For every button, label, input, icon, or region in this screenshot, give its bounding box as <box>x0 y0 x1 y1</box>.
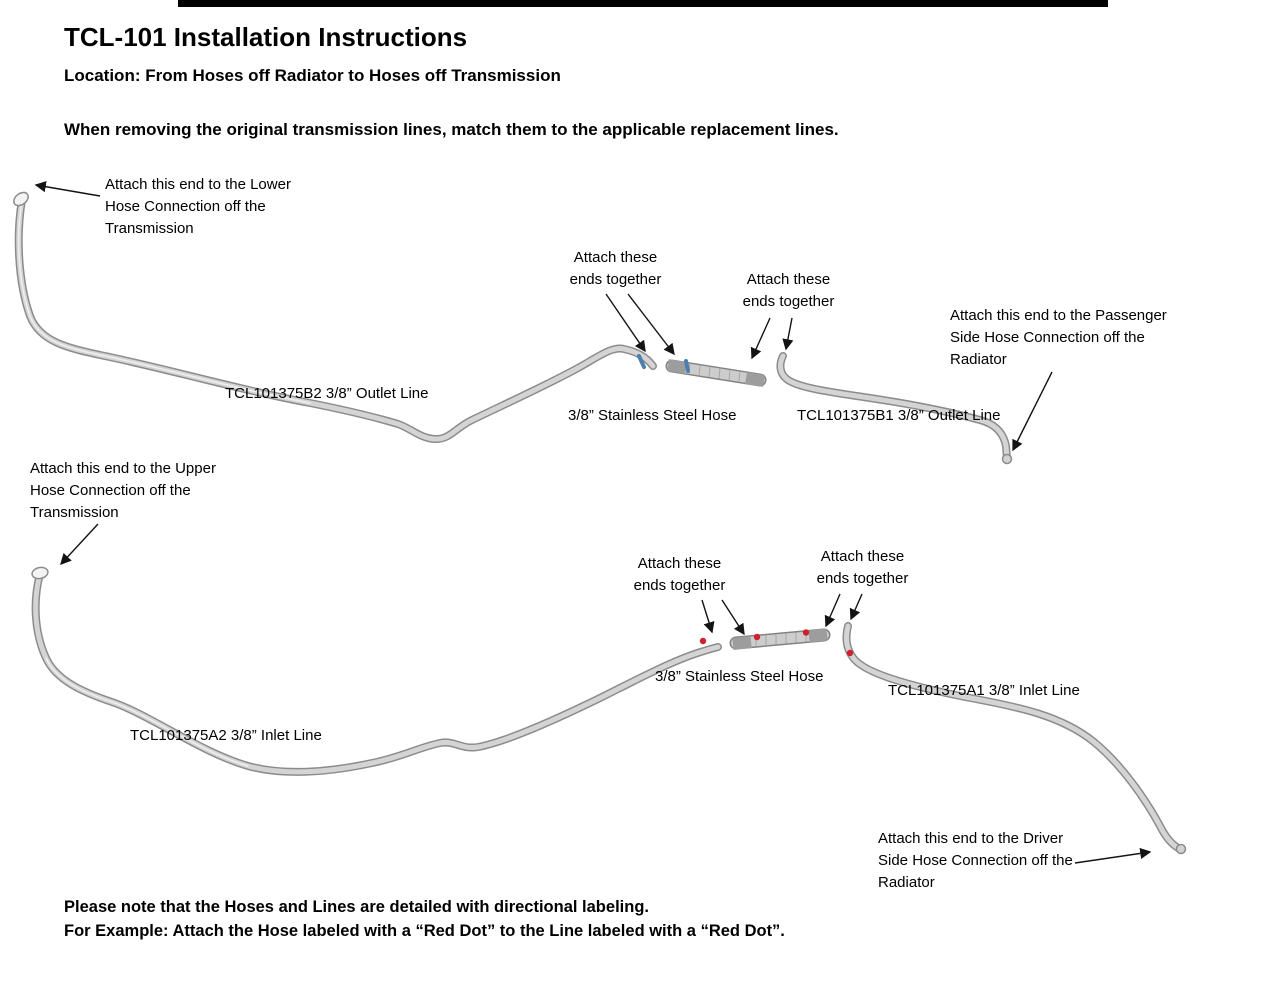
inlet-a1-radiator-end-fitting <box>1175 843 1187 855</box>
outlet-stainless-hose <box>665 359 767 387</box>
label-inlet-line-a1: TCL101375A1 3/8” Inlet Line <box>888 682 1080 699</box>
callout-passenger-radiator: Attach this end to the Passenger Side Ho… <box>950 307 1167 368</box>
location-line: Location: From Hoses off Radiator to Hos… <box>64 66 561 85</box>
outlet-b2-transmission-end-fitting <box>13 191 29 207</box>
arrow-bottom-ends-right-2 <box>849 593 863 621</box>
callout-lower-transmission: Attach this end to the Lower Hose Connec… <box>105 176 291 237</box>
outlet-line-b2-tube <box>13 191 657 444</box>
inlet-a1-red-dot <box>846 649 854 657</box>
inlet-a2-transmission-end-fitting <box>31 566 49 580</box>
label-outlet-hose: 3/8” Stainless Steel Hose <box>568 407 737 424</box>
inlet-line-a1-tube <box>842 622 1187 855</box>
arrow-bottom-ends-left-1 <box>701 599 715 634</box>
arrow-top-ends-right-2 <box>782 317 794 351</box>
callout-driver-radiator: Attach this end to the Driver Side Hose … <box>878 830 1073 891</box>
outlet-line-b1-tube <box>776 352 1013 465</box>
callout-inlet-ends-together-right: Attach these ends together <box>816 548 909 587</box>
label-outlet-line-b2: TCL101375B2 3/8” Outlet Line <box>225 385 429 402</box>
outlet-b1-radiator-end-fitting <box>1001 453 1013 465</box>
callout-outlet-ends-together-right: Attach these ends together <box>742 271 835 310</box>
arrow-top-ends-left-2 <box>627 293 675 356</box>
arrow-bottom-ends-right-1 <box>824 593 841 628</box>
arrow-passenger-radiator-end <box>1012 371 1053 452</box>
callout-inlet-ends-together-left: Attach these ends together <box>633 555 726 594</box>
note-directional-labeling: Please note that the Hoses and Lines are… <box>64 898 649 916</box>
inlet-line-a2-tube <box>31 566 722 776</box>
arrow-upper-transmission-end <box>60 523 99 566</box>
callout-arrows <box>34 181 1152 864</box>
label-inlet-hose: 3/8” Stainless Steel Hose <box>655 668 824 685</box>
inlet-hose-right-red-dot <box>802 629 810 636</box>
note-red-dot-example: For Example: Attach the Hose labeled wit… <box>64 922 785 940</box>
callout-outlet-ends-together-left: Attach these ends together <box>569 249 662 288</box>
arrow-lower-transmission-end <box>34 181 101 197</box>
arrow-bottom-ends-left-2 <box>721 599 745 636</box>
inlet-a2-red-dot <box>699 637 707 645</box>
arrow-top-ends-left-1 <box>605 293 646 353</box>
top-edge-bar <box>178 0 1108 7</box>
inlet-hose-left-red-dot <box>753 633 761 641</box>
inlet-stainless-hose <box>729 628 831 650</box>
arrow-top-ends-right-1 <box>750 317 771 360</box>
page-title: TCL-101 Installation Instructions <box>64 22 468 52</box>
arrow-driver-radiator-end <box>1074 847 1152 864</box>
outlet-b2-blue-mark <box>637 354 646 369</box>
callout-upper-transmission: Attach this end to the Upper Hose Connec… <box>30 460 216 521</box>
label-inlet-line-a2: TCL101375A2 3/8” Inlet Line <box>130 727 322 744</box>
intro-text: When removing the original transmission … <box>64 120 839 139</box>
label-outlet-line-b1: TCL101375B1 3/8” Outlet Line <box>797 407 1001 424</box>
outlet-hose-blue-mark <box>684 359 690 373</box>
